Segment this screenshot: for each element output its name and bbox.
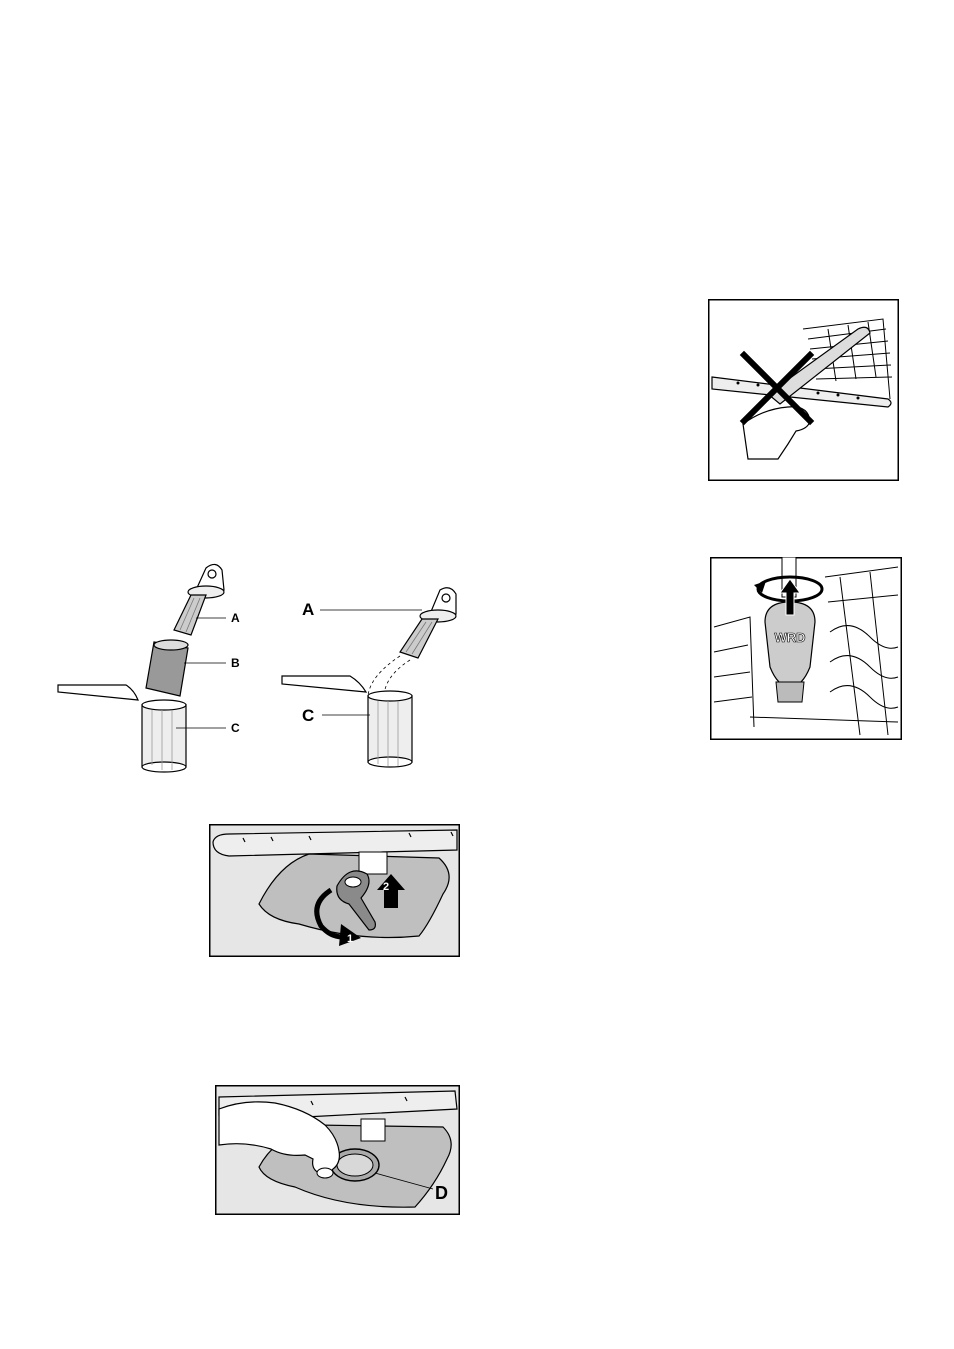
filters-assembled-figure: A C (280, 586, 470, 771)
label-c-right: C (302, 706, 314, 725)
step-2-number: 2 (383, 881, 389, 893)
drain-figure: D (215, 1085, 460, 1215)
step-1-number: 1 (347, 933, 353, 945)
label-b-left: B (231, 656, 240, 670)
filters-exploded-figure: A B C (56, 560, 256, 775)
arm-removal-figure: 1 2 (209, 824, 460, 957)
label-a-right: A (302, 600, 314, 619)
label-c-left: C (231, 721, 240, 735)
label-d: D (435, 1183, 448, 1203)
nozzle-text: WRD (774, 630, 805, 645)
wrong-cleaning-figure (708, 299, 899, 481)
upper-arm-figure: WRD (710, 557, 902, 740)
label-a-left: A (231, 611, 240, 625)
